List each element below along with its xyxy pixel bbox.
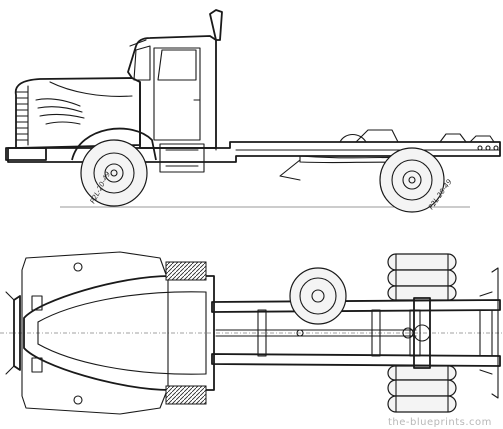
watermark: the-blueprints.com — [388, 417, 492, 428]
rear-wheel — [379, 147, 445, 213]
fuel-tank — [159, 143, 205, 173]
top-frame-rails — [211, 299, 501, 367]
front-mudguard — [71, 127, 157, 161]
front-wheel — [80, 139, 148, 207]
front-tyre-top-left — [165, 261, 207, 281]
spare-tyre — [289, 267, 347, 325]
side-view: P2L-20-49 P2L-20-49 — [5, 9, 501, 213]
exhaust-stack — [209, 9, 223, 151]
hood-top — [23, 275, 215, 391]
top-view — [0, 251, 503, 415]
front-bumper-top — [13, 295, 21, 371]
front-fenders-outline — [21, 251, 169, 415]
rear-dual-tyres-left — [387, 253, 457, 301]
rear-dual-tyres-right — [387, 365, 457, 413]
front-tyre-top-right — [165, 385, 207, 405]
cab — [127, 35, 217, 149]
